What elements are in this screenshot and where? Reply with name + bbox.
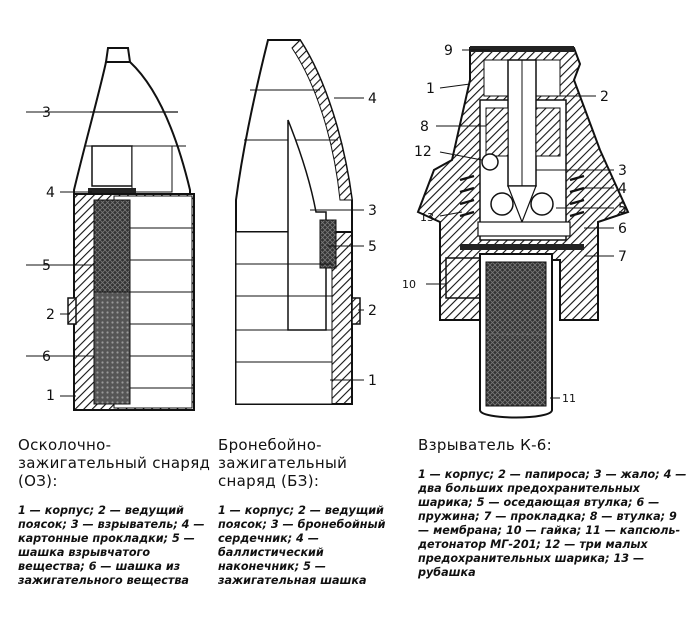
k6-label-13: 13	[420, 211, 434, 224]
k6-gasket	[460, 244, 584, 250]
k6-caption-title: Взрыватель К-6:	[418, 436, 552, 454]
k6-small-ball	[481, 153, 499, 171]
oz-caption-title: Осколочно-зажигательный снаряд (ОЗ):	[18, 436, 211, 490]
k6-large-ball-left	[490, 192, 514, 216]
oz-driving-band	[67, 297, 77, 325]
bz-label-4: 4	[368, 91, 377, 107]
oz-label-6: 6	[42, 349, 51, 365]
k6-label-11: 11	[562, 392, 576, 405]
bz-caption: Бронебойно-зажигательный снаряд (БЗ): 1 …	[218, 436, 408, 588]
k6-bushing	[485, 107, 509, 157]
k6-label-12: 12	[414, 144, 432, 160]
oz-card-gasket	[88, 188, 136, 194]
oz-label-5: 5	[42, 258, 51, 274]
k6-fuse-drawing: 9 1 2 8 12 3 4 5 13 6 7 10 11	[402, 43, 630, 419]
k6-label-7: 7	[618, 249, 627, 265]
oz-label-2: 2	[46, 307, 55, 323]
oz-explosive-charge	[93, 199, 131, 293]
k6-label-1: 1	[426, 81, 435, 97]
bz-label-3: 3	[368, 203, 377, 219]
k6-label-6: 6	[618, 221, 627, 237]
k6-legend: 1 — корпус; 2 — папироса; 3 — жало; 4 — …	[418, 468, 687, 579]
k6-spring	[459, 174, 585, 218]
bz-driving-band	[351, 297, 361, 325]
k6-label-10: 10	[402, 278, 416, 291]
oz-shell-drawing: 3 4 5 2 6 1	[26, 47, 195, 411]
oz-label-4: 4	[46, 185, 55, 201]
k6-large-ball-right	[530, 192, 554, 216]
bz-caption-title: Бронебойно-зажигательный снаряд (БЗ):	[218, 436, 348, 490]
bz-legend: 1 — корпус; 2 — ведущий поясок; 3 — брон…	[218, 504, 386, 587]
bz-label-5: 5	[368, 239, 377, 255]
k6-label-2: 2	[600, 89, 609, 105]
k6-label-9: 9	[444, 43, 453, 59]
oz-fuse-body	[91, 145, 133, 187]
k6-label-4: 4	[618, 181, 627, 197]
k6-membrane	[470, 46, 574, 52]
bz-incendiary-charge	[319, 219, 337, 269]
k6-label-8: 8	[420, 119, 429, 135]
k6-caption: Взрыватель К-6: 1 — корпус; 2 — папироса…	[418, 436, 688, 580]
k6-settling-sleeve	[477, 221, 571, 237]
oz-fuse-tip	[104, 47, 132, 63]
k6-label-3: 3	[618, 163, 627, 179]
bz-shell-drawing: 4 3 5 2 1	[235, 39, 377, 405]
oz-incendiary-charge	[93, 291, 131, 405]
k6-label-5: 5	[618, 201, 627, 217]
oz-caption: Осколочно-зажигательный снаряд (ОЗ): 1 —…	[18, 436, 218, 588]
bz-label-1: 1	[368, 373, 377, 389]
bz-label-2: 2	[368, 303, 377, 319]
oz-label-3: 3	[42, 105, 51, 121]
oz-label-1: 1	[46, 388, 55, 404]
technical-drawing: 3 4 5 2 6 1 4 3 5 2 1	[26, 39, 630, 419]
oz-legend: 1 — корпус; 2 — ведущий поясок; 3 — взры…	[18, 504, 205, 587]
